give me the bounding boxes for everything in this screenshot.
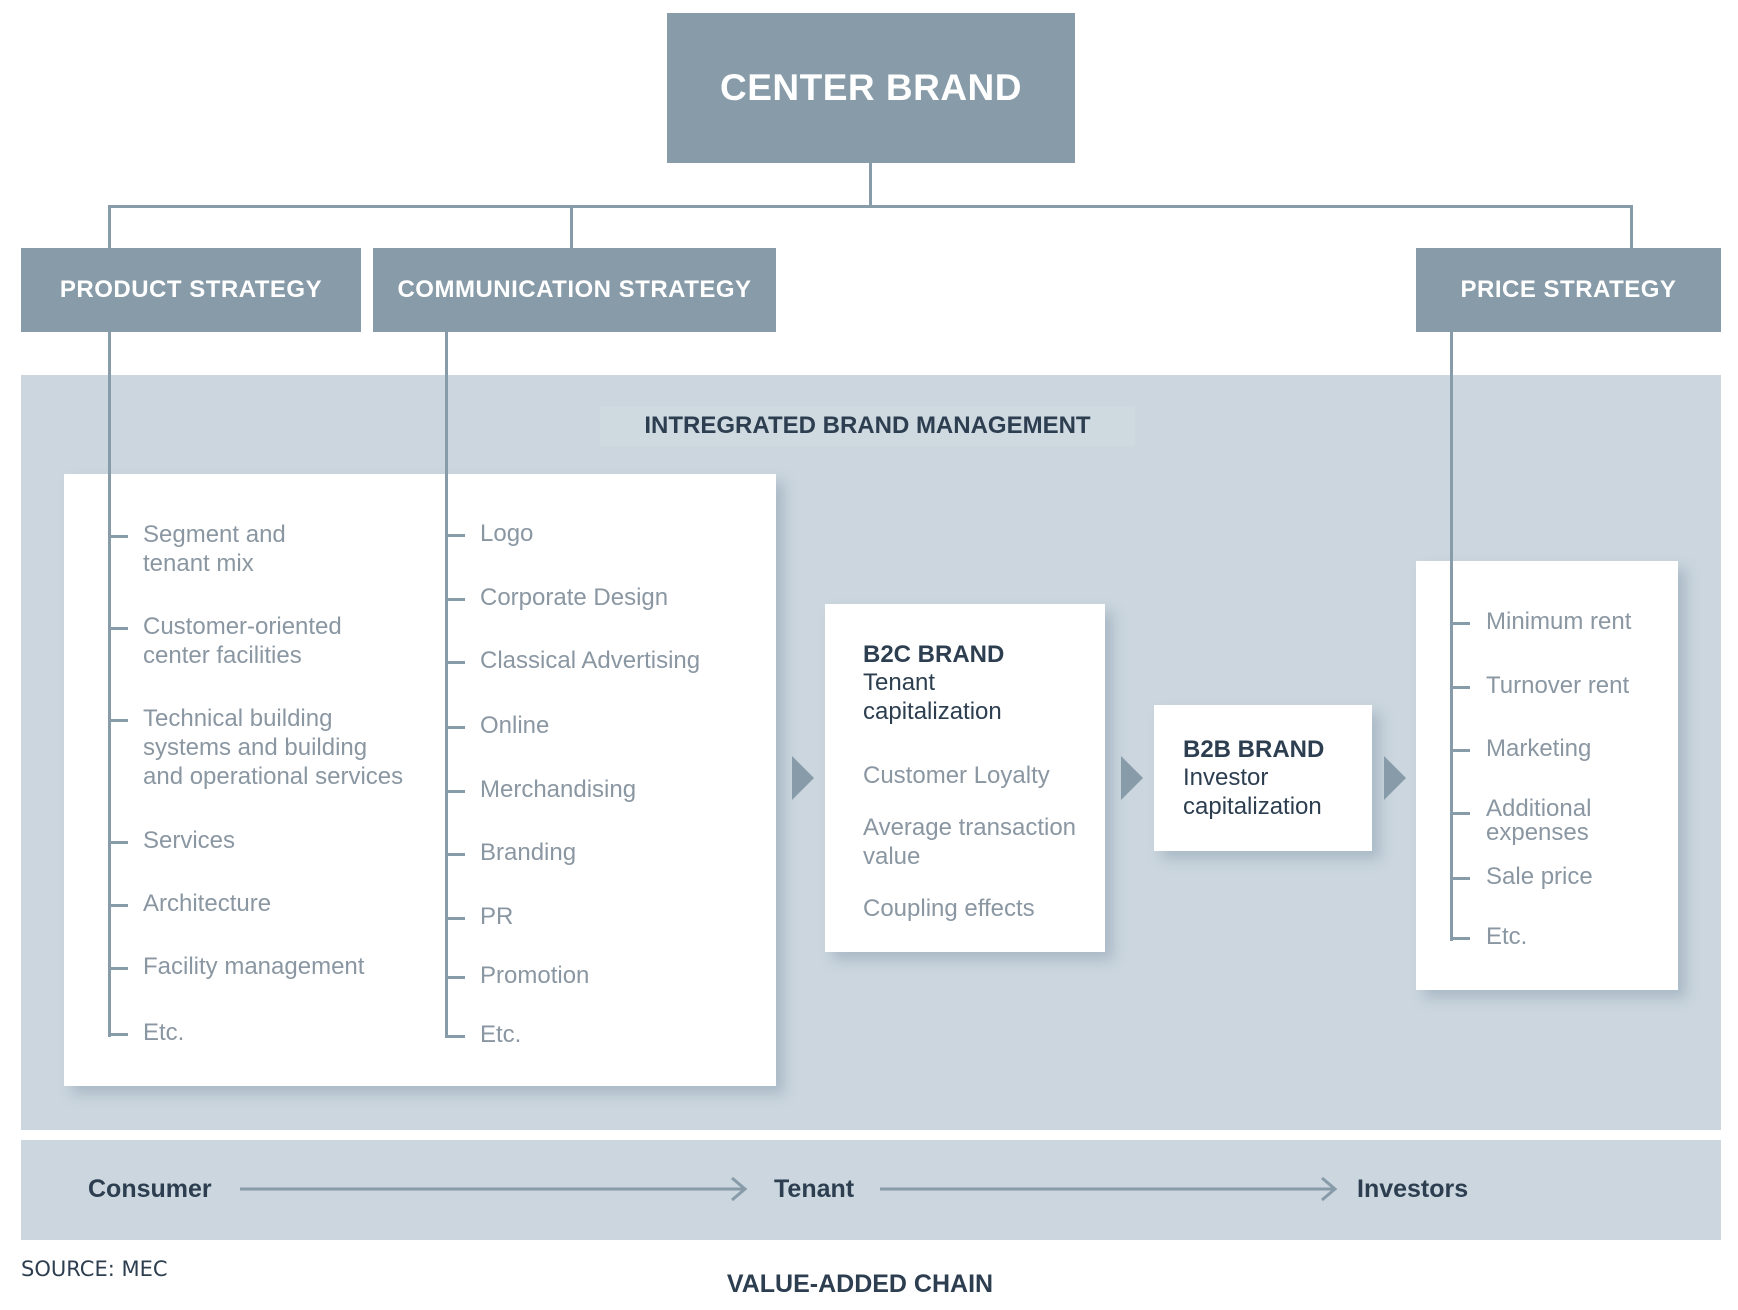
list-tick xyxy=(108,904,128,907)
chain-arrow-consumer-tenant-icon xyxy=(240,1176,748,1202)
communication-item: Etc. xyxy=(480,1021,522,1048)
b2c-item: Average transaction value xyxy=(863,814,1077,870)
communication-item: PR xyxy=(480,903,514,930)
price-item: Sale price xyxy=(1486,863,1593,890)
chain-investors-label: Investors xyxy=(1357,1175,1469,1203)
price-strategy-label: PRICE STRATEGY xyxy=(1460,276,1677,303)
communication-item: Corporate Design xyxy=(480,584,669,611)
b2c-subtitle: Tenant capitalization xyxy=(863,669,1002,725)
product-communication-card xyxy=(64,474,776,1086)
connector-communication-drop xyxy=(570,205,573,250)
product-item: Services xyxy=(143,827,236,854)
list-tick xyxy=(445,661,465,664)
list-tick xyxy=(445,917,465,920)
communication-spine xyxy=(445,332,448,1038)
communication-item: Logo xyxy=(480,520,534,547)
list-tick xyxy=(108,535,128,538)
price-card xyxy=(1416,561,1678,990)
communication-item: Classical Advertising xyxy=(480,647,701,674)
communication-strategy-label: COMMUNICATION STRATEGY xyxy=(397,276,752,303)
communication-item: Online xyxy=(480,712,550,739)
price-item: Additional expenses xyxy=(1486,795,1592,846)
integrated-title: INTREGRATED BRAND MANAGEMENT xyxy=(600,406,1135,446)
price-item: Etc. xyxy=(1486,923,1528,950)
list-tick xyxy=(445,1035,465,1038)
list-tick xyxy=(1450,877,1470,880)
list-tick xyxy=(1450,749,1470,752)
list-tick xyxy=(1450,812,1470,815)
list-tick xyxy=(108,841,128,844)
b2b-subtitle: Investor capitalization xyxy=(1183,764,1322,820)
list-tick xyxy=(1450,622,1470,625)
product-item: Architecture xyxy=(143,890,272,917)
communication-item: Branding xyxy=(480,839,577,866)
product-item: Technical building systems and building … xyxy=(143,705,404,790)
list-tick xyxy=(108,627,128,630)
chain-tenant-label: Tenant xyxy=(774,1175,855,1203)
list-tick xyxy=(445,790,465,793)
price-item: Turnover rent xyxy=(1486,672,1630,699)
source-note: SOURCE: MEC xyxy=(21,1257,168,1281)
b2c-item: Customer Loyalty xyxy=(863,762,1050,789)
product-item: Etc. xyxy=(143,1019,185,1046)
product-strategy-label: PRODUCT STRATEGY xyxy=(59,276,323,303)
product-item: Facility management xyxy=(143,953,365,980)
list-tick xyxy=(1450,686,1470,689)
list-tick xyxy=(108,1033,128,1036)
list-tick xyxy=(1450,937,1470,940)
arrow-to-b2c-icon xyxy=(792,756,814,800)
product-strategy-box: PRODUCT STRATEGY xyxy=(21,248,361,332)
b2c-item: Coupling effects xyxy=(863,895,1035,922)
list-tick xyxy=(445,598,465,601)
communication-item: Promotion xyxy=(480,962,590,989)
arrow-to-b2b-icon xyxy=(1121,756,1143,800)
chain-arrow-tenant-investors-icon xyxy=(880,1176,1338,1202)
list-tick xyxy=(445,534,465,537)
list-tick xyxy=(445,853,465,856)
product-spine xyxy=(108,332,111,1037)
chain-consumer-label: Consumer xyxy=(88,1175,212,1203)
connector-center-down xyxy=(869,163,872,207)
list-tick xyxy=(445,726,465,729)
list-tick xyxy=(108,719,128,722)
center-brand-label: CENTER BRAND xyxy=(720,67,1022,108)
connector-price-drop xyxy=(1630,205,1633,250)
center-brand-box: CENTER BRAND xyxy=(667,13,1075,163)
communication-strategy-box: COMMUNICATION STRATEGY xyxy=(373,248,776,332)
connector-horizontal xyxy=(108,205,1632,208)
price-strategy-box: PRICE STRATEGY xyxy=(1416,248,1721,332)
price-item: Marketing xyxy=(1486,735,1592,762)
price-item: Minimum rent xyxy=(1486,608,1632,635)
communication-item: Merchandising xyxy=(480,776,637,803)
product-item: Segment and tenant mix xyxy=(143,521,286,577)
value-chain-title: VALUE-ADDED CHAIN xyxy=(726,1270,994,1298)
b2c-card xyxy=(825,604,1105,952)
product-item: Customer-oriented center facilities xyxy=(143,613,342,669)
b2c-title: B2C BRAND xyxy=(863,641,1005,668)
price-spine xyxy=(1450,332,1453,941)
list-tick xyxy=(445,976,465,979)
arrow-to-price-icon xyxy=(1384,756,1406,800)
connector-product-drop xyxy=(108,205,111,250)
b2b-card xyxy=(1154,705,1372,851)
b2b-title: B2B BRAND xyxy=(1183,736,1325,763)
list-tick xyxy=(108,967,128,970)
